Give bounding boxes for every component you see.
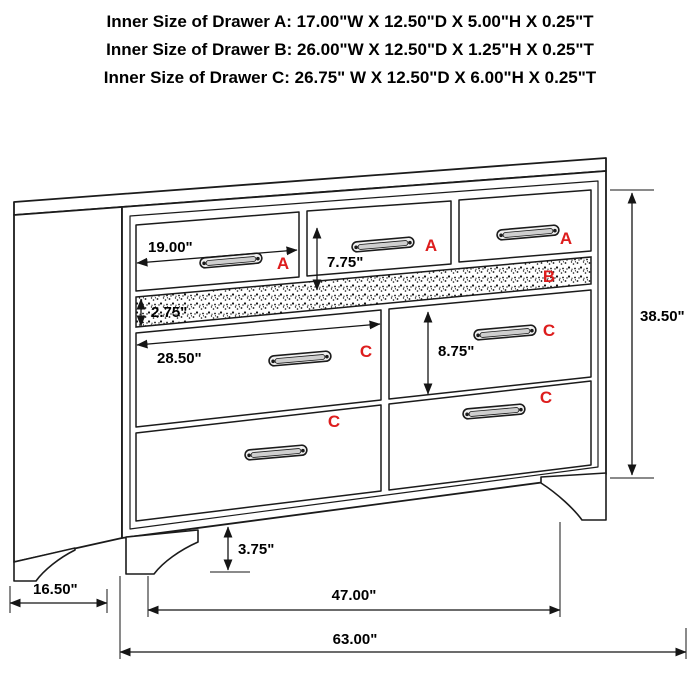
drawer-c-bottom-right-letter: C (540, 388, 552, 407)
drawer-c-mid-right-panel (388, 289, 592, 400)
drawer-a2-letter: A (425, 236, 437, 255)
leg-span-label: 47.00" (332, 587, 377, 604)
drawer-b-height-label: 2.75" (151, 304, 187, 321)
front-left-leg (125, 529, 199, 575)
side-left-foot (13, 547, 76, 582)
side-depth-label: 16.50" (33, 581, 78, 598)
drawer-c-bottom-right-panel (388, 380, 592, 491)
drawer-a3-letter: A (560, 229, 572, 248)
drawer-c-width-label: 28.50" (157, 350, 202, 367)
overall-height-label: 38.50" (640, 308, 685, 325)
drawer-c-mid-left-letter: C (360, 342, 372, 361)
dimension-arrows (9, 192, 687, 657)
drawer-c-mid-right-letter: C (543, 321, 555, 340)
drawer-b-letter: B (543, 267, 555, 286)
front-face-inner-frame (129, 180, 599, 530)
drawer-letter-labels: A A A B C C C C (277, 229, 572, 431)
drawer-c-bottom-left-letter: C (328, 412, 340, 431)
drawer-a1-letter: A (277, 254, 289, 273)
drawer-c-size-line: Inner Size of Drawer C: 26.75" W X 12.50… (103, 68, 597, 87)
drawer-a3-panel (458, 189, 592, 263)
front-right-leg (540, 472, 607, 521)
drawer-a2-panel (306, 200, 452, 277)
drawer-b-size-line: Inner Size of Drawer B: 26.00"W X 12.50"… (106, 40, 594, 59)
drawer-c-bottom-left-panel (135, 404, 382, 522)
dresser-side-panel (13, 206, 123, 563)
drawer-a-width-label: 19.00" (148, 239, 193, 256)
drawer-a-height-label: 7.75" (327, 254, 363, 271)
leg-height-label: 3.75" (238, 541, 274, 558)
overall-width-label: 63.00" (333, 631, 378, 648)
dimension-labels: 19.00" 7.75" 2.75" 28.50" 8.75" 38.50" 3… (33, 239, 685, 648)
drawer-size-header: Inner Size of Drawer A: 17.00"W X 12.50"… (0, 8, 700, 92)
drawer-c-height-label: 8.75" (438, 343, 474, 360)
drawer-a-size-line: Inner Size of Drawer A: 17.00"W X 12.50"… (106, 12, 594, 31)
drawer-a-width-arrow (136, 246, 298, 267)
drawer-c-width-arrow (136, 320, 381, 349)
drawer-b-panel (135, 256, 592, 328)
